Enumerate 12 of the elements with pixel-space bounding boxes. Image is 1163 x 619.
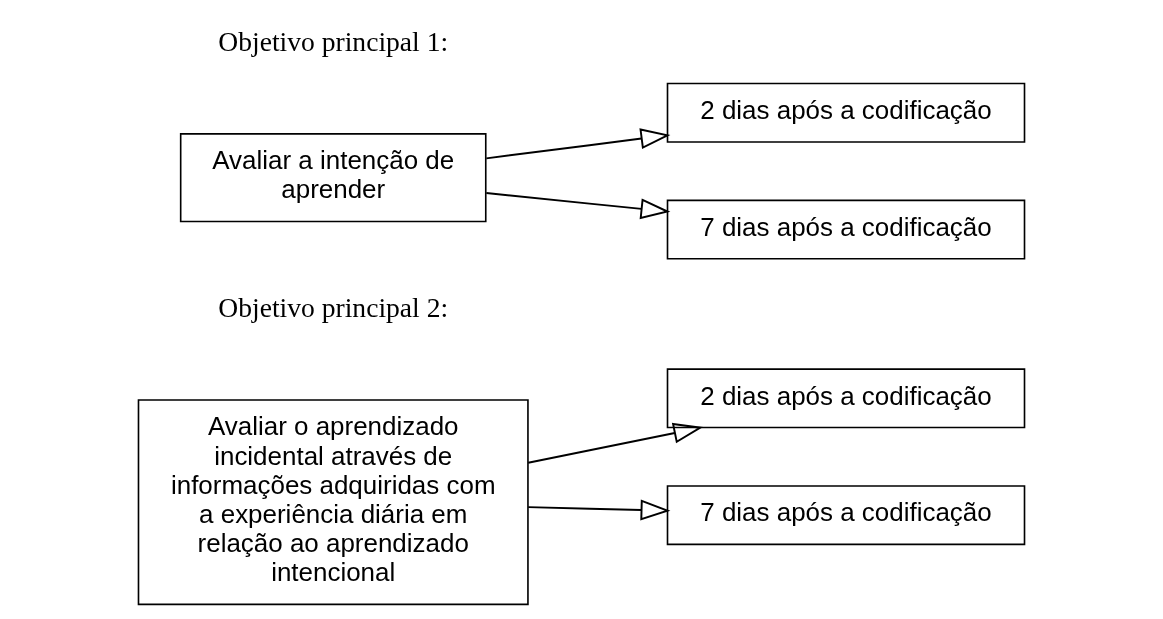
node-box: 2 dias após a codificação bbox=[666, 82, 1026, 143]
node-box: 7 dias após a codificação bbox=[666, 199, 1026, 260]
arrow bbox=[485, 192, 671, 220]
node-box: Avaliar a intenção de aprender bbox=[179, 133, 487, 223]
label: Objetivo principal 1: bbox=[218, 26, 449, 58]
arrow bbox=[527, 422, 704, 464]
node-box: 7 dias após a codificação bbox=[666, 485, 1026, 546]
node-box: 2 dias após a codificação bbox=[666, 368, 1026, 429]
node-box: Avaliar o aprendizado incidental através de informações adquiridas com a experiência diária em relação ao aprendizado intencional bbox=[137, 399, 529, 606]
arrow bbox=[527, 499, 671, 521]
label: Objetivo principal 2: bbox=[218, 292, 449, 324]
arrow bbox=[485, 128, 671, 160]
